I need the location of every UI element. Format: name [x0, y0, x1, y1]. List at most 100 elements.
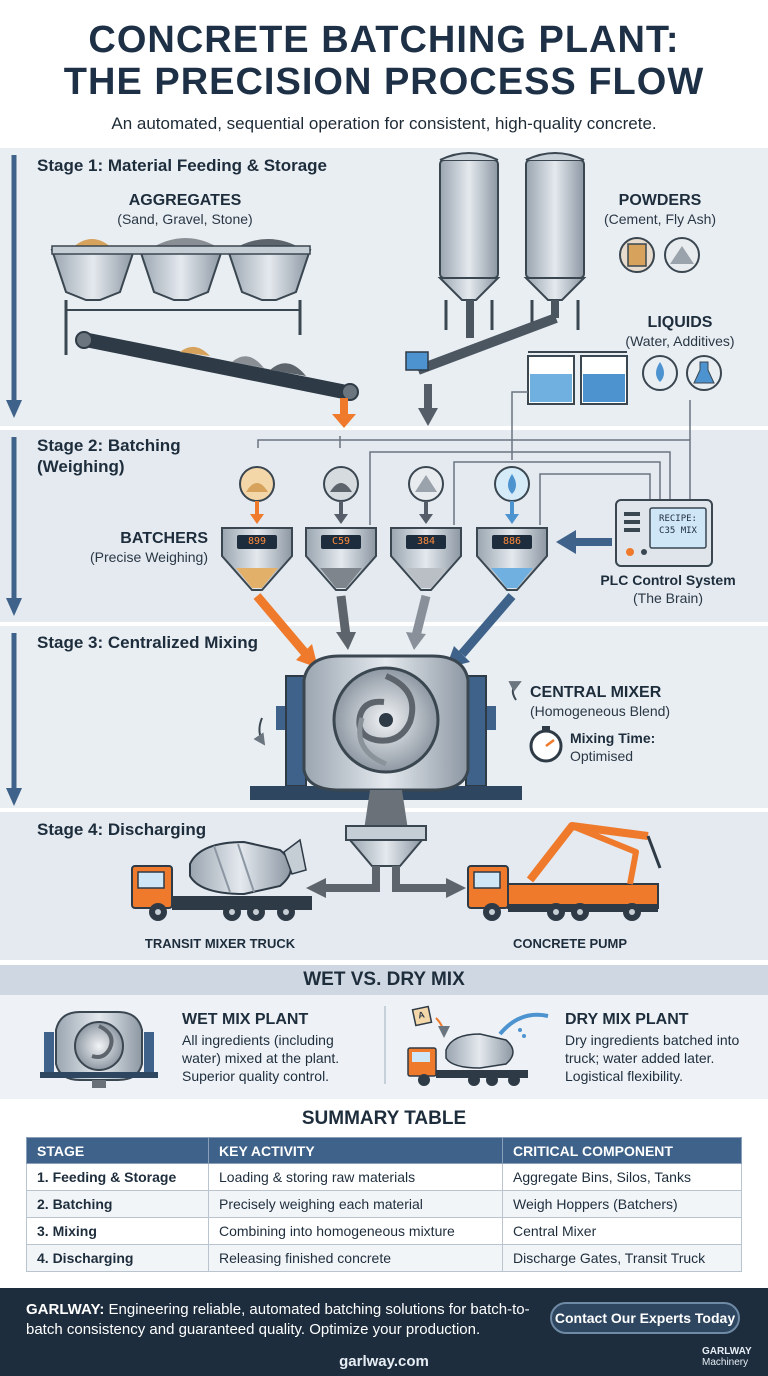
plc-screen-line1: RECIPE:: [659, 514, 697, 524]
page-title-line1: CONCRETE BATCHING PLANT:: [88, 19, 680, 61]
plc-subtitle: (The Brain): [632, 590, 704, 606]
wet-mix-desc-line3: Superior quality control.: [182, 1068, 330, 1084]
column-header-stage: STAGE: [26, 1137, 209, 1164]
dry-mix-desc-line1: Dry ingredients batched into: [565, 1032, 740, 1048]
dry-mix-truck-icon: [407, 1005, 549, 1086]
cement-silos: [437, 152, 587, 330]
table-row: 1. Feeding & Storage Loading & storing r…: [26, 1163, 742, 1191]
table-cell-activity: Loading & storing raw materials: [208, 1163, 503, 1191]
table-cell-component: Discharge Gates, Transit Truck: [502, 1244, 742, 1272]
cement-ingredient-icon: [408, 466, 444, 524]
concrete-pump-truck: [467, 822, 662, 921]
table-cell-activity: Combining into homogeneous mixture: [208, 1217, 503, 1245]
aggregate-bins: [50, 238, 312, 355]
aggregate-flow-arrow: [332, 398, 356, 428]
powders-subtitle: (Cement, Fly Ash): [603, 211, 717, 227]
cement-bag-icon: [619, 237, 655, 273]
plc-control-cabinet: [615, 499, 713, 567]
discharge-hopper: [306, 825, 466, 898]
batchers-title: BATCHERS: [120, 530, 208, 547]
contact-experts-button[interactable]: Contact Our Experts Today: [550, 1302, 740, 1334]
wet-mix-desc-line1: All ingredients (including: [182, 1032, 334, 1048]
wet-mix-desc-line2: water) mixed at the plant.: [182, 1050, 340, 1066]
website-link[interactable]: garlway.com: [339, 1353, 429, 1370]
plc-screen: RECIPE: C35 MIX: [650, 513, 706, 537]
gravel-ingredient-icon: [323, 466, 359, 524]
batcher-display-water: 886: [492, 535, 532, 549]
sand-ingredient-icon: [239, 466, 275, 524]
page-title-line2: THE PRECISION PROCESS FLOW: [63, 61, 705, 103]
table-cell-activity: Precisely weighing each material: [208, 1190, 503, 1218]
footer-brand: GARLWAY:: [26, 1301, 105, 1318]
footer-description: GARLWAY: Engineering reliable, automated…: [26, 1300, 531, 1340]
batcher-display-gravel: C59: [321, 535, 361, 549]
stage4-label: Stage 4: Discharging: [37, 820, 207, 839]
plc-command-arrow: [556, 530, 612, 554]
dry-mix-bag-letter: A: [417, 1009, 426, 1021]
stage2-label-line1: Stage 2: Batching: [37, 436, 181, 455]
aggregates-title: AGGREGATES: [128, 192, 242, 209]
rotation-arrow-icon: [508, 681, 522, 701]
fly-ash-icon: [664, 237, 700, 273]
additive-flask-icon: [686, 355, 722, 391]
conveyor-belt: [75, 331, 359, 401]
mixing-time-value: Optimised: [570, 748, 634, 764]
plc-title: PLC Control System: [600, 572, 736, 588]
stage1-panel: [0, 148, 768, 426]
table-cell-stage: 3. Mixing: [26, 1217, 209, 1245]
plc-screen-line2: C35 MIX: [659, 526, 697, 536]
table-row: 3. Mixing Combining into homogeneous mix…: [26, 1217, 742, 1245]
transit-truck-label: TRANSIT MIXER TRUCK: [144, 936, 296, 951]
mixing-time-title: Mixing Time:: [570, 730, 656, 746]
dry-mix-description: Dry ingredients batched into truck; wate…: [565, 1031, 739, 1085]
control-wiring: [257, 391, 691, 525]
garlway-logo: GARLWAY Machinery: [702, 1346, 752, 1368]
mixer-title: CENTRAL MIXER: [530, 684, 662, 701]
powders-title: POWDERS: [618, 192, 702, 209]
liquids-title: LIQUIDS: [647, 314, 713, 331]
wet-mix-description: All ingredients (including water) mixed …: [182, 1031, 339, 1085]
table-cell-component: Aggregate Bins, Silos, Tanks: [502, 1163, 742, 1191]
table-header-row: STAGE KEY ACTIVITY CRITICAL COMPONENT: [26, 1137, 742, 1164]
stage2-label-line2: (Weighing): [37, 457, 125, 476]
table-row: 2. Batching Precisely weighing each mate…: [26, 1190, 742, 1218]
table-row: 4. Discharging Releasing finished concre…: [26, 1244, 742, 1272]
table-cell-component: Weigh Hoppers (Batchers): [502, 1190, 742, 1218]
concrete-pump-label: CONCRETE PUMP: [512, 936, 628, 951]
stopwatch-icon: [529, 726, 563, 763]
logo-line2: Machinery: [702, 1357, 749, 1368]
page-subtitle: An automated, sequential operation for c…: [111, 114, 657, 133]
table-cell-activity: Releasing finished concrete: [208, 1244, 503, 1272]
table-cell-stage: 1. Feeding & Storage: [26, 1163, 209, 1191]
stage1-label: Stage 1: Material Feeding & Storage: [37, 156, 328, 175]
batcher-to-mixer-arrows: [253, 593, 516, 668]
liquid-tanks: [527, 351, 628, 405]
dry-mix-desc-line3: Logistical flexibility.: [565, 1068, 684, 1084]
summary-table: STAGE KEY ACTIVITY CRITICAL COMPONENT 1.…: [26, 1137, 742, 1272]
table-cell-stage: 4. Discharging: [26, 1244, 209, 1272]
liquids-subtitle: (Water, Additives): [625, 333, 735, 349]
footer-text: Engineering reliable, automated batching…: [26, 1301, 530, 1338]
batcher-display-cement: 384: [406, 535, 446, 549]
column-header-activity: KEY ACTIVITY: [208, 1137, 503, 1164]
wet-mix-title: WET MIX PLANT: [182, 1011, 309, 1028]
stage3-label: Stage 3: Centralized Mixing: [37, 633, 259, 652]
screw-conveyor: [405, 300, 559, 426]
stage-flow-arrows: [6, 155, 22, 806]
dry-mix-desc-line2: truck; water added later.: [565, 1050, 715, 1066]
central-mixer: [250, 654, 522, 830]
wet-mix-mixer-icon: [40, 1011, 158, 1088]
water-drop-icon: [642, 355, 678, 391]
rotation-arrow-left-icon: [253, 717, 266, 746]
aggregates-subtitle: (Sand, Gravel, Stone): [117, 211, 253, 227]
mixer-subtitle: (Homogeneous Blend): [530, 703, 671, 719]
water-ingredient-icon: [494, 466, 530, 524]
table-cell-stage: 2. Batching: [26, 1190, 209, 1218]
batcher-display-sand: 899: [237, 535, 277, 549]
transit-mixer-truck: [131, 838, 312, 921]
logo-line1: GARLWAY: [702, 1346, 752, 1357]
wet-vs-dry-heading: WET VS. DRY MIX: [0, 965, 768, 995]
column-header-component: CRITICAL COMPONENT: [502, 1137, 742, 1164]
dry-mix-title: DRY MIX PLANT: [565, 1011, 689, 1028]
summary-table-heading: SUMMARY TABLE: [301, 1108, 467, 1129]
